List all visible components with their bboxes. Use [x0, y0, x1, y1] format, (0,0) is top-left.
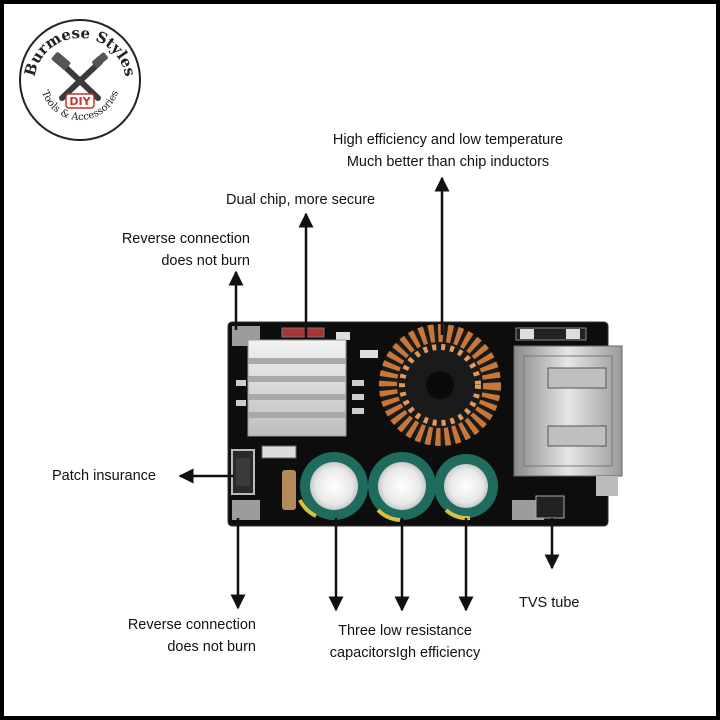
usb-port — [513, 345, 623, 496]
capacitors-caption-line2: capacitorsIgh efficiency — [329, 645, 481, 661]
pad-bottom-left — [232, 500, 260, 520]
reverse-bottom-caption-line2: does not burn — [167, 639, 256, 655]
reverse-bottom-caption: Reverse connection does not burn — [60, 614, 256, 658]
capacitor-1 — [298, 452, 368, 520]
inductor-caption-line1: High efficiency and low temperature — [332, 132, 564, 148]
svg-text:DIY: DIY — [69, 95, 91, 108]
toroidal-inductor — [379, 324, 501, 446]
dual-chip-caption: Dual chip, more secure — [226, 192, 376, 208]
brand-logo: Burmese Styles Tools & Accessories DIY — [18, 18, 142, 142]
reverse-top-caption-line1: Reverse connection — [121, 231, 250, 247]
reverse-bottom-caption-line1: Reverse connection — [127, 617, 256, 633]
tvs-tube — [535, 495, 565, 519]
heatsink — [247, 339, 347, 437]
reverse-top-caption-line2: does not burn — [161, 253, 250, 269]
capacitor-3 — [434, 454, 498, 521]
capacitor-2 — [368, 452, 436, 522]
capacitors-caption-line1: Three low resistance — [338, 623, 472, 639]
reverse-top-caption: Reverse connection does not burn — [60, 228, 250, 272]
inductor-caption-line2: Much better than chip inductors — [346, 154, 550, 170]
inductor-caption: High efficiency and low temperature Much… — [308, 129, 588, 173]
tvs-caption: TVS tube — [519, 595, 580, 611]
capacitors-caption: Three low resistance capacitorsIgh effic… — [300, 620, 510, 664]
patch-caption: Patch insurance — [52, 468, 156, 484]
